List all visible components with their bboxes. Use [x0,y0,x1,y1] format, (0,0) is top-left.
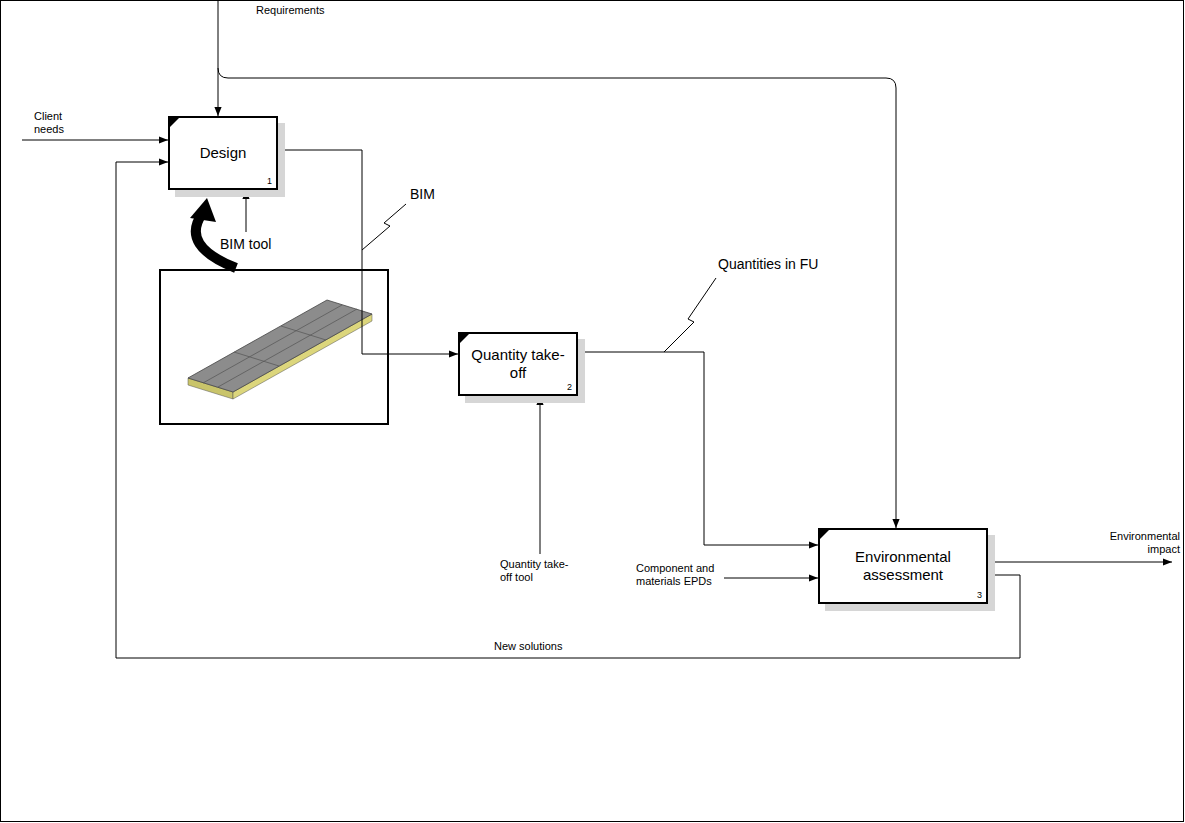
arrow-label: Quantity take-off tool [500,558,580,584]
slab-panel-joints [203,305,357,387]
box-title: Environmental assessment [820,548,986,584]
flow-label: BIM [408,186,437,203]
arrow-label: Component and materials EPDs [636,562,722,588]
slab-top-face [188,300,372,392]
leader-squiggle [664,278,716,352]
control-arrow [218,0,219,116]
illustration-frame [160,270,388,424]
input-arrow [724,578,818,579]
arrow-label: Client needs [34,110,78,136]
box-number: 2 [567,383,572,392]
leader-squiggle [362,204,406,250]
flow-label: New solutions [492,640,564,653]
mechanism-arrow [246,190,247,232]
input-arrow [22,140,168,141]
process-box: Quantity take-off2 [458,332,578,396]
box-title: Quantity take-off [460,346,576,382]
arrow-label: Environmental impact [1100,530,1180,556]
arrow-label: BIM tool [220,236,290,253]
flow-label: Quantities in FU [716,256,820,273]
box-corner-mark [460,334,469,343]
mechanism-arrow [540,396,541,554]
curved-arrowhead [190,198,216,222]
box-corner-mark [820,530,829,539]
flow-arrow [278,150,458,354]
process-box: Design 1 [168,116,278,190]
output-arrow [978,562,1172,563]
box-number: 1 [267,177,272,186]
box-number: 3 [977,591,982,600]
flow-arrow [578,352,818,545]
flow-arrow [116,162,1020,658]
process-box: Environmental assessment 3 [818,528,988,604]
box-corner-mark [170,118,179,127]
arrow-label: Requirements [256,4,376,17]
box-title: Design [194,144,253,162]
